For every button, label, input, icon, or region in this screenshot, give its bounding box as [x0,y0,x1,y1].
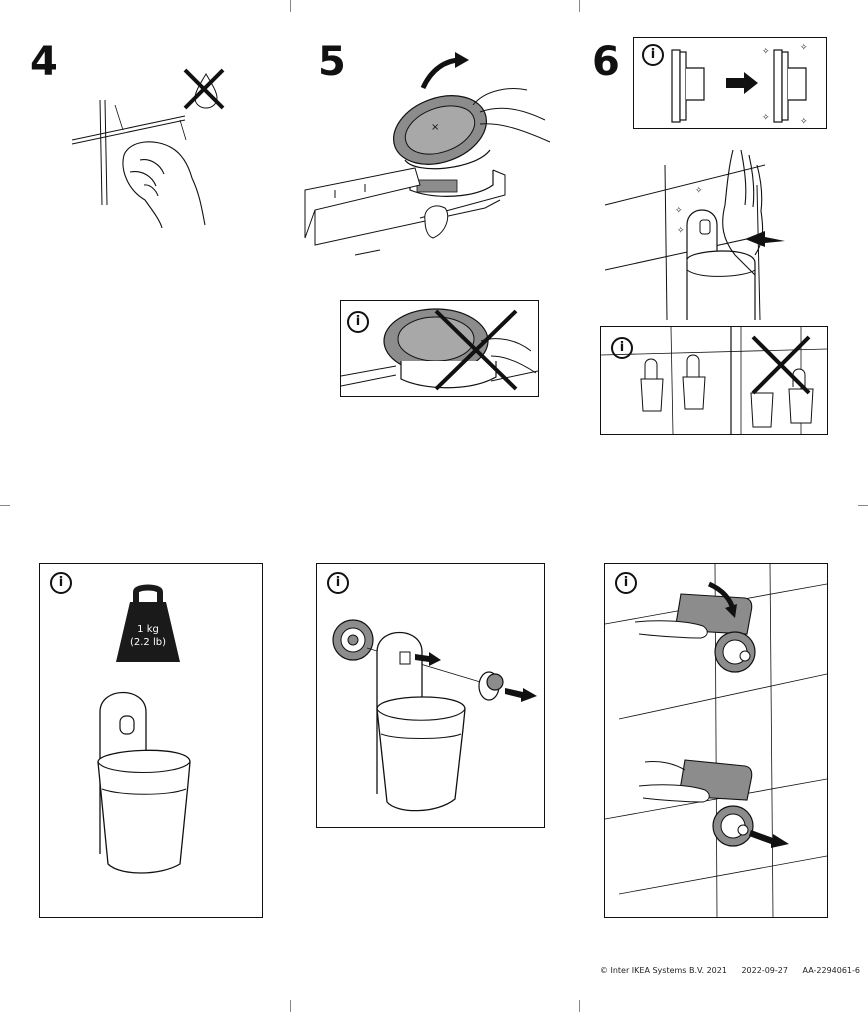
removal-illustration [605,564,827,917]
step-5-illustration: × [304,52,551,256]
step-4-illustration [71,68,225,229]
trim-mark-bottom-right [579,1000,580,1012]
step-6-info-box-bottom: i [600,326,828,435]
step-6-info-box-top: i ✧ ✧ ✧ ✧ [633,37,827,129]
trim-mark-bottom-left [290,1000,291,1012]
svg-text:✧: ✧ [762,47,770,57]
disassembly-box: i [316,563,545,828]
removal-box: i [604,563,828,918]
trim-mark-top-right [579,0,580,12]
step-4-number: 4 [30,39,58,85]
footer-doc-id: AA-2294061-6 [802,966,860,975]
weight-imperial-label: (2.2 lb) [129,637,166,648]
step-6-placement-illustration [601,327,827,434]
info-icon: i [50,572,72,594]
footer-copyright: © Inter IKEA Systems B.V. 2021 [599,966,727,975]
weight-metric-label: 1 kg [137,624,159,635]
disassembly-illustration [332,619,537,812]
svg-text:✧: ✧ [695,186,703,196]
svg-text:✧: ✧ [677,226,685,236]
trim-mark-right [858,505,868,506]
info-icon: i [615,572,637,594]
info-icon: i [347,311,369,333]
svg-text:✧: ✧ [675,206,683,216]
step-5-warning-box: i [340,300,539,397]
step-6-press-illustration: ✧ ✧ ✧ [604,149,785,321]
step-6-wall-prep-illustration: ✧ ✧ ✧ ✧ [671,43,808,127]
footer: © Inter IKEA Systems B.V. 2021 2022-09-2… [560,966,860,975]
info-icon: i [611,337,633,359]
trim-mark-top-left [290,0,291,12]
weight-limit-box: i 1 kg (2.2 lb) [39,563,263,918]
trim-mark-left [0,505,10,506]
step-5-warning-illustration [341,308,538,391]
info-icon: i [327,572,349,594]
step-6-number: 6 [592,39,620,85]
svg-text:×: × [431,122,439,133]
svg-text:✧: ✧ [800,117,808,127]
footer-date: 2022-09-27 [741,966,788,975]
weight-illustration [97,584,191,874]
info-icon: i [642,44,664,66]
svg-text:✧: ✧ [800,43,808,53]
svg-text:✧: ✧ [762,113,770,123]
step-5-number: 5 [318,39,346,85]
